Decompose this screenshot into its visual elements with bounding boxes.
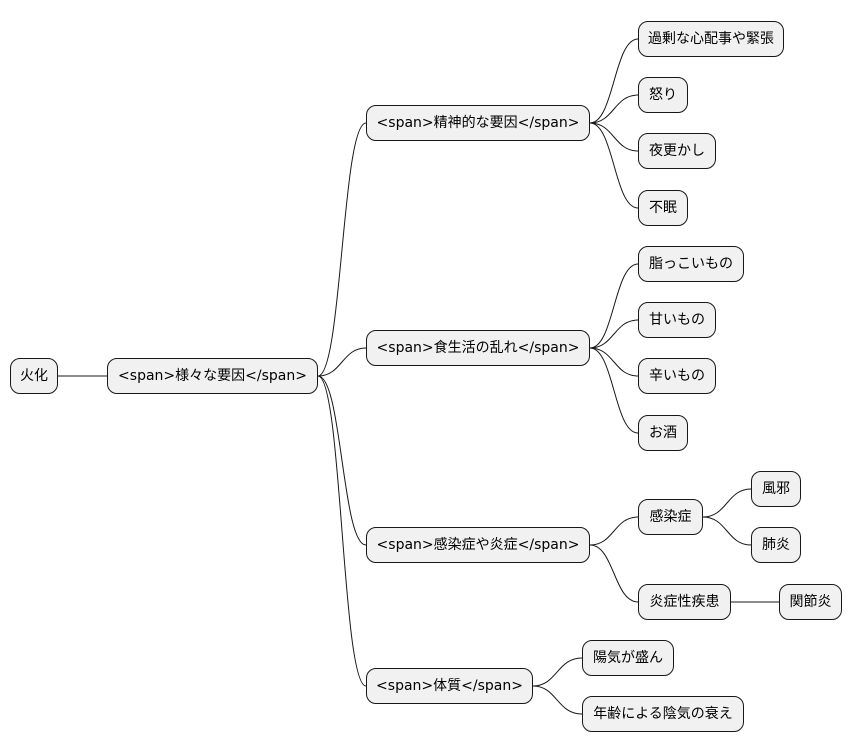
- edge-mental-worry: [589, 38, 639, 124]
- edge-infection-inflammatory: [589, 544, 639, 603]
- edge-diet-greasy: [589, 263, 639, 349]
- edge-mental-late-night: [589, 122, 639, 152]
- branch-infection-node: <span>感染症や炎症</span>: [366, 527, 590, 563]
- leaf-node: 夜更かし: [638, 133, 716, 169]
- sub-branch-inflammatory-node: 炎症性疾患: [638, 584, 731, 620]
- leaf-node: 陽気が盛ん: [582, 640, 674, 676]
- branch-mental-node: <span>精神的な要因</span>: [366, 105, 590, 141]
- edge-diet-sweet: [589, 319, 639, 349]
- leaf-node: 辛いもの: [638, 358, 716, 394]
- leaf-node: お酒: [638, 415, 688, 451]
- edge-level1-mental: [317, 122, 367, 377]
- edge-infection-infectious: [589, 516, 639, 546]
- level1-node: <span>様々な要因</span>: [107, 358, 318, 394]
- edge-mental-insomnia: [589, 122, 639, 209]
- edge-constitution-yin: [532, 685, 583, 715]
- leaf-node: 不眠: [638, 190, 688, 226]
- edge-level1-constitution: [317, 375, 367, 687]
- sub-branch-infectious-node: 感染症: [638, 499, 703, 535]
- leaf-node: 怒り: [638, 77, 688, 113]
- leaf-node: 過剰な心配事や緊張: [638, 21, 784, 57]
- leaf-node: 関節炎: [779, 584, 842, 620]
- edge-constitution-yang: [532, 657, 583, 687]
- root-node: 火化: [10, 358, 58, 394]
- leaf-node: 年齢による陰気の衰え: [582, 696, 744, 732]
- edge-infectious-cold: [702, 488, 752, 518]
- leaf-node: 風邪: [751, 471, 801, 507]
- edge-infectious-pneumonia: [702, 516, 752, 546]
- branch-constitution-node: <span>体質</span>: [366, 668, 533, 704]
- edge-level1-infection: [317, 375, 367, 546]
- leaf-node: 肺炎: [751, 527, 801, 563]
- branch-diet-node: <span>食生活の乱れ</span>: [366, 330, 590, 366]
- edge-diet-spicy: [589, 347, 639, 377]
- edge-diet-alcohol: [589, 347, 639, 434]
- edge-mental-anger: [589, 94, 639, 124]
- leaf-node: 脂っこいもの: [638, 246, 744, 282]
- leaf-node: 甘いもの: [638, 302, 716, 338]
- edge-level1-diet: [317, 347, 367, 377]
